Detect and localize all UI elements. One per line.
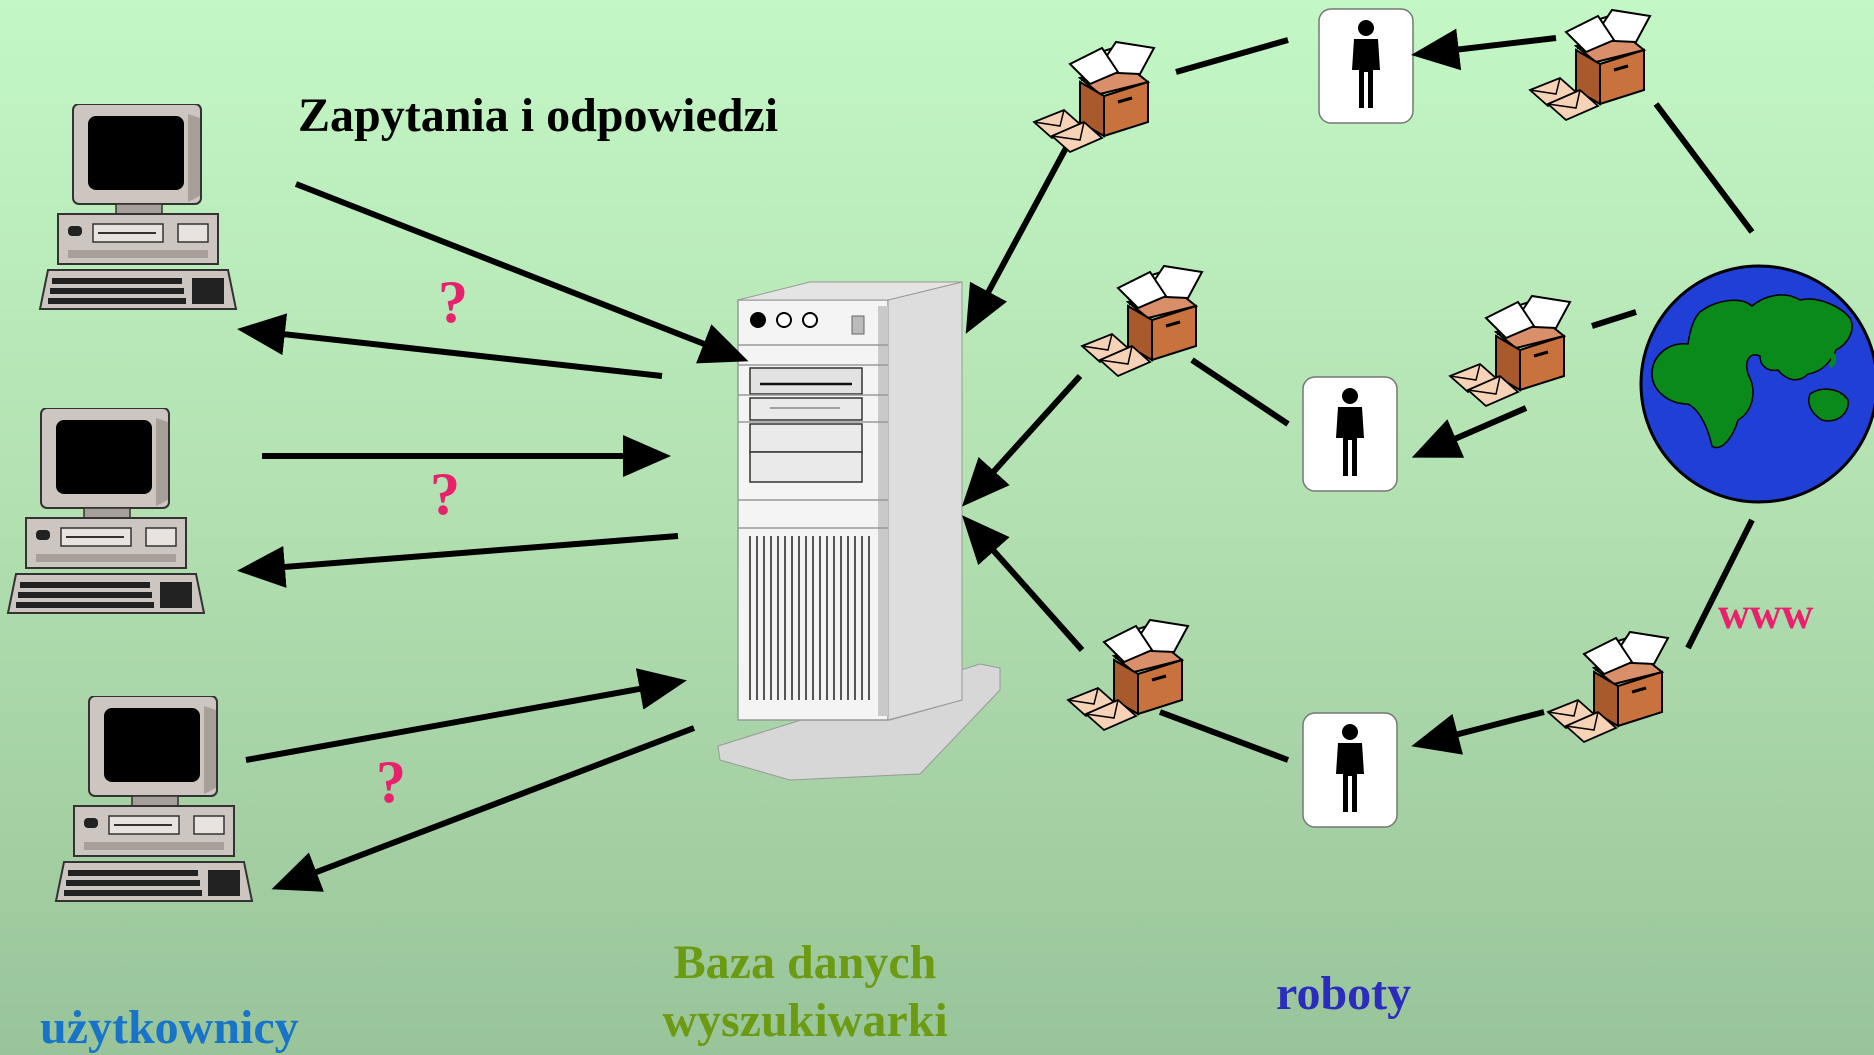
database-label-line2: wyszukiwarki bbox=[662, 993, 948, 1047]
mail-box-icon bbox=[1032, 40, 1156, 154]
diagram-title: Zapytania i odpowiedzi bbox=[298, 89, 779, 142]
mail-box-icon bbox=[1448, 294, 1572, 408]
index-arrow bbox=[962, 515, 1085, 652]
connector-line bbox=[1158, 709, 1290, 763]
mail-box-icon bbox=[1080, 264, 1204, 378]
answer-arrow bbox=[237, 313, 663, 379]
connector-line bbox=[1175, 37, 1289, 75]
connector-line bbox=[1685, 518, 1755, 650]
fetch-arrow bbox=[1411, 709, 1545, 755]
fetch-arrow bbox=[1411, 405, 1528, 458]
database-label-line1: Baza danych bbox=[673, 936, 937, 989]
globe-icon bbox=[1639, 264, 1874, 504]
connector-line bbox=[1653, 102, 1755, 234]
question-mark: ? bbox=[438, 269, 468, 335]
database-label: Baza danych wyszukiwarki bbox=[640, 934, 970, 1049]
users-label: użytkownicy bbox=[40, 1001, 299, 1054]
question-mark: ? bbox=[376, 749, 406, 815]
mail-box-icon bbox=[1546, 630, 1670, 744]
mail-box-icon bbox=[1528, 8, 1652, 122]
query-arrow bbox=[294, 181, 749, 364]
person-icon bbox=[1302, 712, 1398, 828]
person-icon bbox=[1318, 8, 1414, 124]
computer-icon bbox=[55, 696, 253, 902]
answer-arrow bbox=[271, 725, 696, 892]
fetch-arrow bbox=[1411, 28, 1557, 71]
index-arrow bbox=[961, 373, 1083, 507]
person-icon bbox=[1302, 376, 1398, 492]
connector-line bbox=[1591, 309, 1637, 329]
computer-icon bbox=[7, 408, 205, 614]
index-arrow bbox=[965, 146, 1069, 334]
computer-icon bbox=[39, 104, 237, 310]
question-mark: ? bbox=[430, 461, 460, 527]
connector-line bbox=[1190, 357, 1290, 427]
server-tower-icon bbox=[717, 281, 1001, 781]
www-label: www bbox=[1718, 589, 1814, 638]
answer-arrow bbox=[237, 533, 679, 588]
query-arrow bbox=[245, 668, 687, 763]
robots-label: roboty bbox=[1276, 967, 1412, 1020]
